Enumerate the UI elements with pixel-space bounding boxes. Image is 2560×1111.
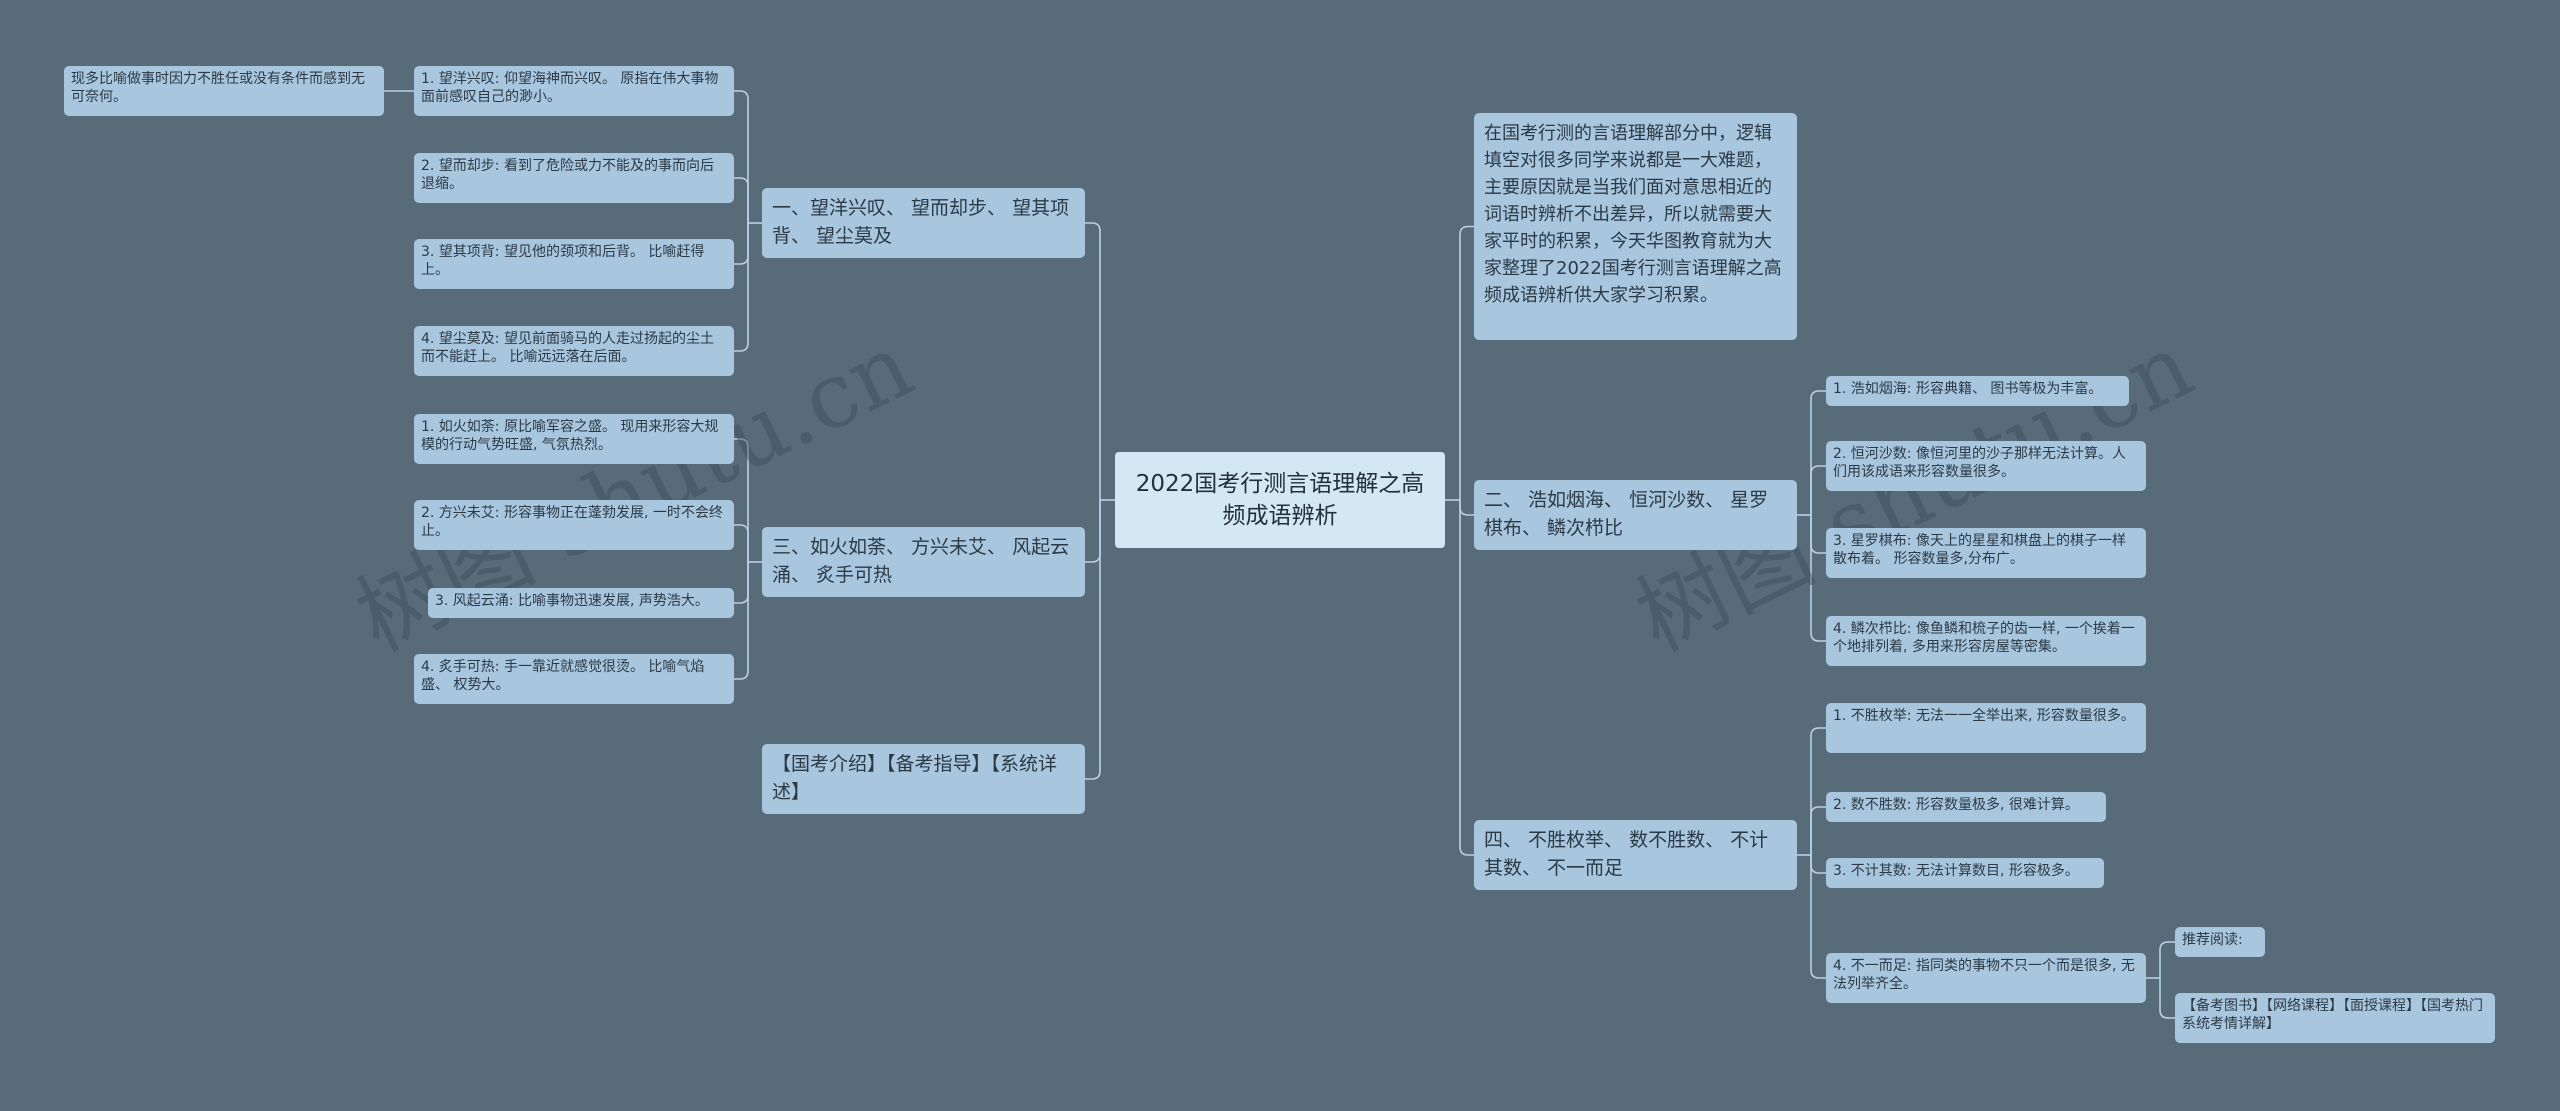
sec4-link-0	[1810, 727, 1826, 855]
sec3-link-1	[734, 524, 749, 562]
sec2-link-2	[1810, 515, 1826, 554]
section-4-item-2[interactable]: 2. 数不胜数: 形容数量极多, 很难计算。	[1826, 792, 2106, 822]
root-right-link-2	[1459, 500, 1474, 856]
sec3-link-2	[734, 562, 749, 604]
sec1-link-1	[734, 177, 749, 223]
section-3-item-4[interactable]: 4. 炙手可热: 手一靠近就感觉很烫。 比喻气焰盛、 权势大。	[414, 654, 734, 704]
section-2-node[interactable]: 二、 浩如烟海、 恒河沙数、 星罗棋布、 鳞次栉比	[1474, 480, 1797, 550]
section-4-item-4[interactable]: 4. 不一而足: 指同类的事物不只一个而是很多, 无法列举齐全。	[1826, 953, 2146, 1003]
section-2-item-1[interactable]: 1. 浩如烟海: 形容典籍、 图书等极为丰富。	[1826, 376, 2129, 406]
section-3-item-2[interactable]: 2. 方兴未艾: 形容事物正在蓬勃发展, 一时不会终止。	[414, 500, 734, 550]
section-2-item-2[interactable]: 2. 恒河沙数: 像恒河里的沙子那样无法计算。人们用该成语来形容数量很多。	[1826, 441, 2146, 491]
recommended-links-node[interactable]: 【备考图书】【网络课程】【面授课程】【国考热门系统考情详解】	[2175, 993, 2495, 1043]
section-1-item-4[interactable]: 4. 望尘莫及: 望见前面骑马的人走过扬起的尘土而不能赶上。 比喻远远落在后面。	[414, 326, 734, 376]
recommended-reading-label[interactable]: 推荐阅读:	[2175, 927, 2265, 957]
sec2-link-0	[1810, 390, 1826, 515]
sec4-link-3	[1810, 855, 1826, 979]
sec3-link-0	[734, 438, 749, 562]
root-node[interactable]: 2022国考行测言语理解之高频成语辨析	[1115, 452, 1445, 548]
section-4-item-1[interactable]: 1. 不胜枚举: 无法一一全举出来, 形容数量很多。	[1826, 703, 2146, 753]
sec4-link-1	[1810, 806, 1826, 855]
sec3-link-3	[734, 562, 749, 680]
section-2-item-4[interactable]: 4. 鳞次栉比: 像鱼鳞和梳子的齿一样, 一个挨着一个地排列着, 多用来形容房屋…	[1826, 616, 2146, 666]
root-title: 2022国考行测言语理解之高频成语辨析	[1135, 470, 1425, 529]
root-right-link-1	[1459, 500, 1474, 516]
sec4-reading-link-0	[2159, 941, 2175, 978]
section-2-item-3[interactable]: 3. 星罗棋布: 像天上的星星和棋盘上的棋子一样散布着。 形容数量多,分布广。	[1826, 528, 2146, 578]
sec1-link-3	[734, 223, 749, 352]
section-3-item-3[interactable]: 3. 风起云涌: 比喻事物迅速发展, 声势浩大。	[428, 588, 734, 618]
exam-links-node[interactable]: 【国考介绍】【备考指导】【系统详述】	[762, 744, 1085, 814]
section-1-item-1[interactable]: 1. 望洋兴叹: 仰望海神而兴叹。 原指在伟大事物面前感叹自己的渺小。	[414, 66, 734, 116]
sec4-link-2	[1810, 855, 1826, 874]
root-left-link-1	[1085, 500, 1101, 563]
root-right-link-0	[1459, 225, 1474, 500]
sec2-link-3	[1810, 515, 1826, 642]
section-1-item-1-note[interactable]: 现多比喻做事时因力不胜任或没有条件而感到无可奈何。	[64, 66, 384, 116]
sec1-link-2	[734, 223, 749, 265]
sec4-reading-link-1	[2159, 978, 2175, 1019]
section-1-node[interactable]: 一、望洋兴叹、 望而却步、 望其项背、 望尘莫及	[762, 188, 1085, 258]
section-1-item-2[interactable]: 2. 望而却步: 看到了危险或力不能及的事而向后退缩。	[414, 153, 734, 203]
section-1-item-3[interactable]: 3. 望其项背: 望见他的颈项和后背。 比喻赶得上。	[414, 239, 734, 289]
root-left-link-0	[1085, 222, 1101, 500]
section-4-item-3[interactable]: 3. 不计其数: 无法计算数目, 形容极多。	[1826, 858, 2104, 888]
section-3-node[interactable]: 三、如火如荼、 方兴未艾、 风起云涌、 炙手可热	[762, 527, 1085, 597]
sec2-link-1	[1810, 465, 1826, 515]
section-3-item-1[interactable]: 1. 如火如荼: 原比喻军容之盛。 现用来形容大规模的行动气势旺盛, 气氛热烈。	[414, 414, 734, 464]
root-left-link-2	[1085, 500, 1101, 780]
sec1-link-0	[734, 90, 749, 223]
section-4-node[interactable]: 四、 不胜枚举、 数不胜数、 不计其数、 不一而足	[1474, 820, 1797, 890]
intro-node[interactable]: 在国考行测的言语理解部分中，逻辑填空对很多同学来说都是一大难题，主要原因就是当我…	[1474, 113, 1797, 340]
